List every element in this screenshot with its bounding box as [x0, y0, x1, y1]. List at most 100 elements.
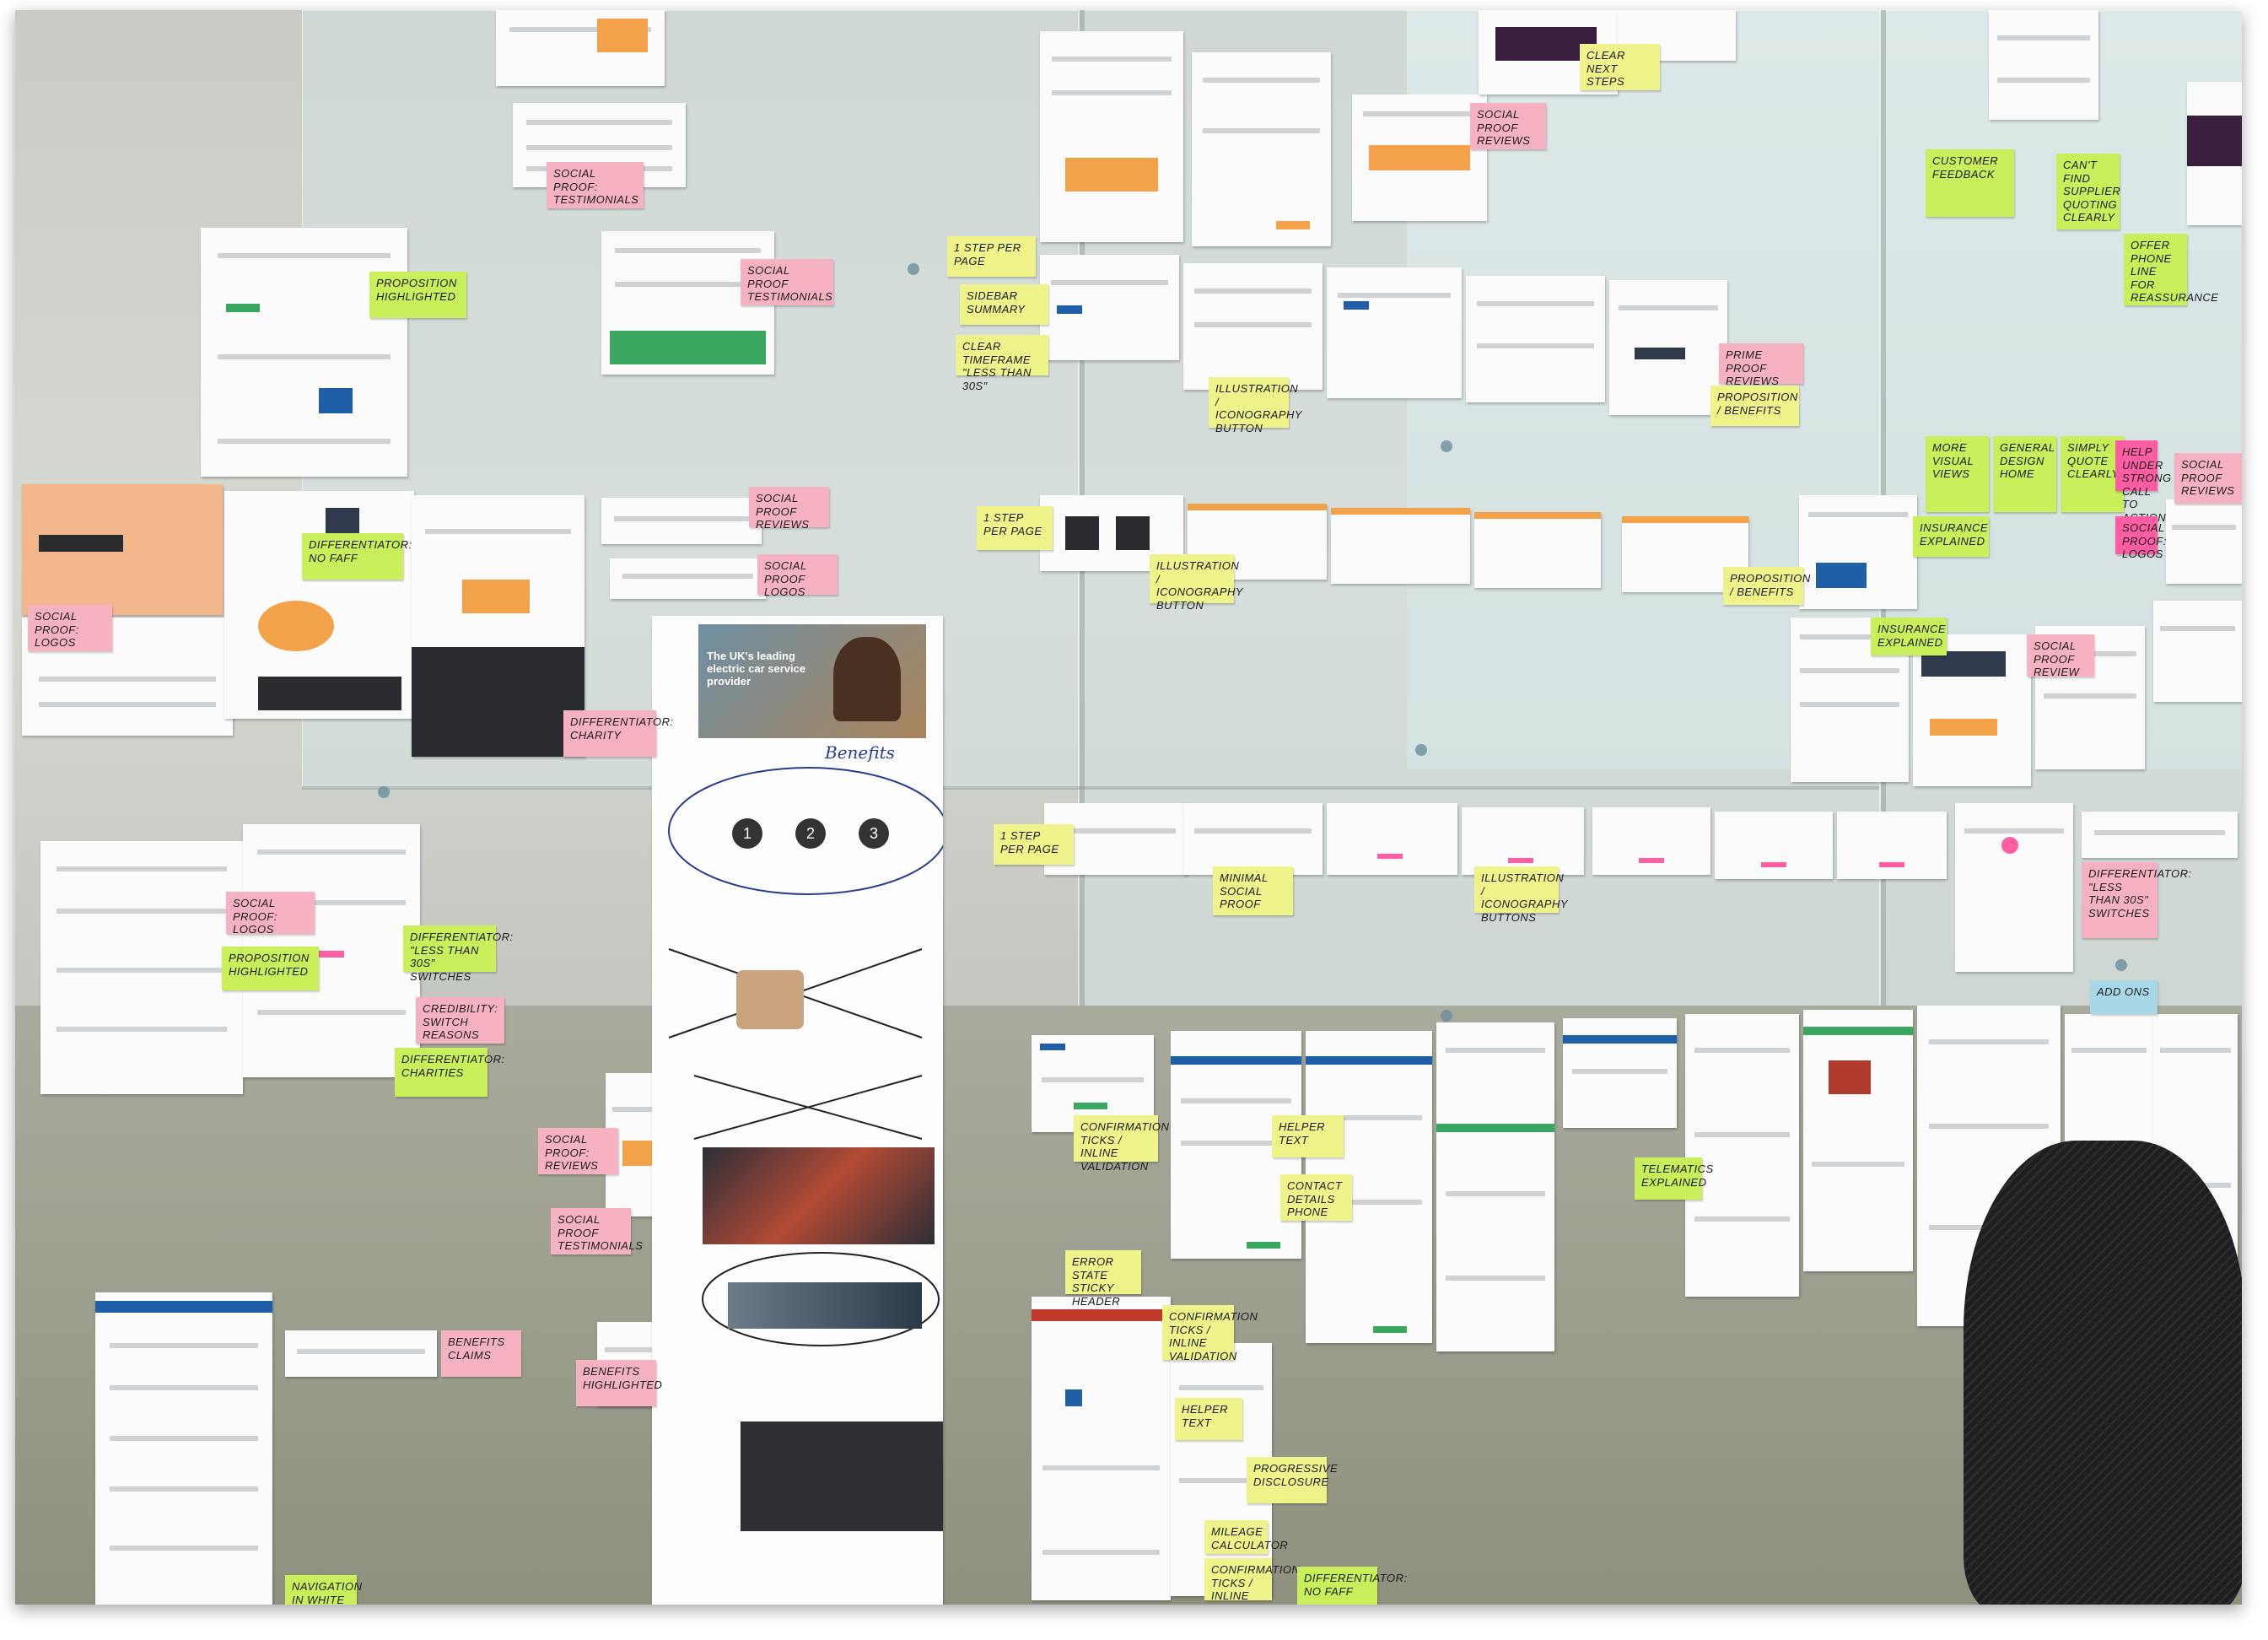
- sticky-note: Social proof testimonials: [741, 259, 833, 305]
- road-photo: [703, 1147, 935, 1244]
- printout-page: [1192, 52, 1331, 246]
- sticky-note: Differentiator: "less than 30s" switches: [403, 925, 513, 983]
- quote-screen: [1609, 280, 1727, 415]
- sticky-note: Confirmation ticks / inline validation: [1162, 1305, 1258, 1362]
- sticky-note: Proposition highlighted: [369, 272, 466, 318]
- printout-page: [1040, 31, 1183, 242]
- quote-screen: [1837, 812, 1947, 879]
- sticky-note: Benefits claims: [441, 1330, 521, 1377]
- sticky-note: Prime proof reviews: [1719, 343, 1803, 387]
- quote-screen: [1466, 276, 1605, 402]
- sticky-note: Sidebar summary: [960, 284, 1048, 325]
- sticky-note: 1 step per page: [977, 506, 1053, 550]
- car-photo: [728, 1282, 922, 1329]
- mullion: [1881, 10, 1886, 1605]
- sticky-note: Customer feedback: [1926, 149, 2014, 217]
- sticky-note: Social proof reviews: [749, 487, 829, 531]
- form-screen: [1803, 1010, 1913, 1271]
- wall-pin: [908, 263, 919, 275]
- quote-screen: [1462, 807, 1584, 875]
- sticky-note: Clear timeframe "less than 30s": [956, 335, 1048, 392]
- hero-image: The UK's leading electric car service pr…: [698, 624, 926, 738]
- printout-page: [601, 231, 774, 375]
- wall-pin: [1441, 440, 1452, 452]
- sticky-note: 1 step per page: [947, 236, 1036, 277]
- sticky-note: Contact details phone: [1280, 1174, 1352, 1221]
- quote-screen: [1474, 512, 1601, 588]
- sticky-note: Social proof reviews: [1470, 103, 1546, 149]
- printout-page: [201, 228, 407, 477]
- sticky-note: Can't find supplier quoting clearly: [2056, 154, 2120, 229]
- printout-page: [1799, 495, 1917, 609]
- sticky-note: General design home: [1993, 436, 2056, 512]
- person-photo: [833, 637, 901, 721]
- form-screen: [1685, 1014, 1799, 1297]
- printout-page: [95, 1292, 272, 1605]
- sticky-note: Proposition / benefits: [1710, 386, 1799, 426]
- wall-pin: [2115, 959, 2127, 971]
- sticky-note: Credibility: switch reasons: [416, 997, 504, 1044]
- sticky-note: Helper text: [1272, 1115, 1344, 1157]
- photo-frame: The UK's leading electric car service pr…: [15, 10, 2242, 1605]
- sticky-note: Add ons: [2090, 980, 2158, 1014]
- quote-screen: [1327, 803, 1457, 875]
- sticky-note: Insurance explained: [1913, 516, 1989, 557]
- printout-page: [1913, 634, 2031, 786]
- sticky-note: Differentiator: charity: [563, 710, 673, 757]
- handwritten-benefits: Benefits: [825, 742, 895, 763]
- sticky-note: Illustration / iconography buttons: [1474, 866, 1568, 924]
- sticky-note: Proposition highlighted: [222, 947, 319, 990]
- sticky-note: Differentiator: no faff: [302, 533, 412, 580]
- sticky-note: Social proof: logos: [2115, 516, 2166, 560]
- quote-screen: [1040, 255, 1179, 360]
- sticky-note: Mileage calculator: [1204, 1520, 1288, 1554]
- sticky-note: Confirmation ticks / inline validation: [1074, 1115, 1169, 1173]
- printout-page: [224, 491, 414, 719]
- sticky-note: Social proof logos: [757, 554, 838, 598]
- wall-pin: [1441, 1010, 1452, 1022]
- quote-screen: [1592, 807, 1710, 875]
- crossed-section-image: [736, 970, 804, 1029]
- sticky-note: Social proof review: [2027, 634, 2094, 678]
- sticky-note: 1 step per page: [994, 824, 1074, 865]
- printout-page: [2166, 499, 2242, 584]
- sticky-note: Progressive disclosure: [1247, 1457, 1338, 1503]
- form-screen: [1563, 1018, 1677, 1128]
- quote-screen: [1183, 263, 1323, 390]
- printout-page: [2153, 601, 2242, 702]
- sticky-note: Proposition / benefits: [1723, 567, 1810, 605]
- sticky-note: Navigation in white: [285, 1575, 362, 1605]
- printout-page: [610, 558, 766, 599]
- sticky-note: More visual views: [1926, 436, 1989, 512]
- sticky-note: Social proof: logos: [226, 892, 315, 936]
- hero-headline: The UK's leading electric car service pr…: [707, 650, 806, 688]
- step-circle-3: 3: [859, 818, 889, 849]
- printout-page: [40, 841, 243, 1094]
- sticky-note: Minimal social proof: [1213, 866, 1293, 915]
- printout-page: [22, 484, 223, 615]
- step-circle-2: 2: [795, 818, 826, 849]
- sticky-note: Illustration / iconography button: [1150, 554, 1243, 612]
- sticky-note: Confirmation ticks / inline validation: [1204, 1558, 1300, 1605]
- printout-page: [496, 10, 665, 86]
- sticky-note: Social proof: testimonials: [547, 162, 644, 208]
- sticky-note: Help under strong call to action: [2115, 440, 2171, 524]
- sticky-note: Telematics explained: [1635, 1157, 1713, 1200]
- step-circle-1: 1: [732, 818, 762, 849]
- sticky-note: Clear next steps: [1580, 44, 1660, 90]
- wall-pin: [378, 786, 390, 798]
- mullion: [302, 786, 1879, 790]
- sticky-note: Differentiator: no faff: [1297, 1567, 1407, 1605]
- sticky-note: Offer phone line for reassurance: [2124, 234, 2218, 305]
- sticky-note: Social proof testimonials: [551, 1208, 643, 1254]
- printout-page: [601, 498, 762, 544]
- quote-screen: [1331, 508, 1470, 584]
- sticky-note: Social proof reviews: [2174, 453, 2242, 504]
- sticky-note: Differentiator: charities: [395, 1048, 504, 1097]
- sticky-note: Differentiator: "less than 30s" switches: [2082, 862, 2191, 938]
- sticky-note: Social proof: reviews: [538, 1128, 618, 1174]
- printout-page: [1352, 94, 1487, 221]
- form-screen: [1032, 1297, 1171, 1600]
- printout-page: [1989, 10, 2098, 120]
- sticky-note: Helper text: [1175, 1398, 1242, 1440]
